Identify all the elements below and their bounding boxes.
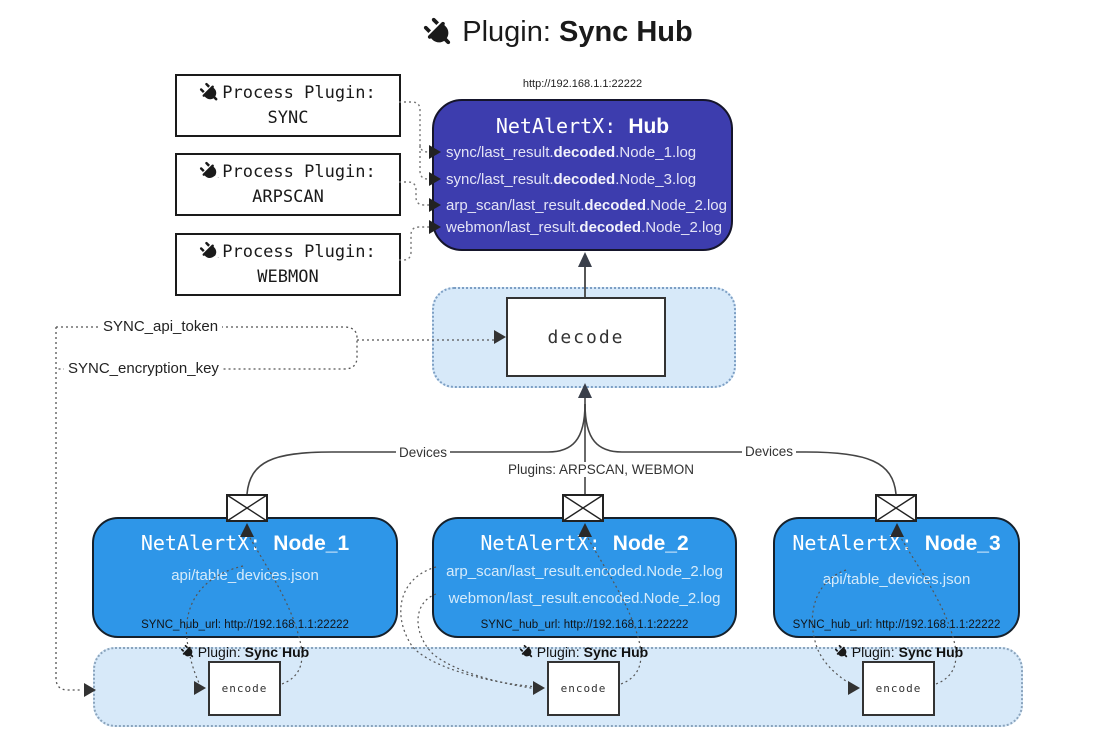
sync-hub-plugin-label-1: Plugin:Sync Hub bbox=[135, 644, 355, 660]
decode-to-hub-arrowhead bbox=[578, 252, 592, 267]
plugins-label: Plugins: ARPSCAN, WEBMON bbox=[505, 462, 698, 477]
hub-url: http://192.168.1.1:22222 bbox=[522, 78, 643, 90]
hub-log-line: sync/last_result.decoded.Node_1.log bbox=[446, 144, 697, 161]
node-1-box: NetAlertX: Node_1 api/table_devices.json… bbox=[92, 517, 398, 638]
process-plugin-name: SYNC bbox=[267, 107, 309, 128]
sync-hub-plugin-label-2: Plugin:Sync Hub bbox=[474, 644, 694, 660]
envelope-icon bbox=[875, 494, 917, 522]
page-title: Plugin: Sync Hub bbox=[0, 16, 1117, 49]
hub-box: NetAlertX: Hub sync/last_result.decoded.… bbox=[432, 99, 733, 251]
decode-label: decode bbox=[547, 326, 625, 348]
plug-icon bbox=[200, 162, 220, 179]
plug-icon bbox=[834, 644, 848, 658]
title-name: Sync Hub bbox=[558, 16, 693, 48]
hub-log-line: sync/last_result.decoded.Node_3.log bbox=[446, 171, 697, 188]
plug-icon bbox=[424, 18, 451, 45]
encode-box-1: encode bbox=[208, 661, 281, 716]
encode-box-2: encode bbox=[547, 661, 620, 716]
process-plugin-name: WEBMON bbox=[257, 266, 319, 287]
process-plugin-label: Process Plugin: bbox=[222, 241, 376, 262]
plug-icon bbox=[519, 644, 533, 658]
process-plugin-arpscan: Process Plugin: ARPSCAN bbox=[175, 153, 401, 216]
process-plugin-webmon: Process Plugin: WEBMON bbox=[175, 233, 401, 296]
node-2-box: NetAlertX: Node_2 arp_scan/last_result.e… bbox=[432, 517, 737, 638]
hub-log-line: arp_scan/last_result.decoded.Node_2.log bbox=[446, 197, 727, 214]
node-file: arp_scan/last_result.encoded.Node_2.log bbox=[446, 563, 723, 580]
encode-label: encode bbox=[560, 682, 607, 695]
node-title: NetAlertX: Node_2 bbox=[480, 531, 689, 555]
node-title: NetAlertX: Node_1 bbox=[140, 531, 350, 555]
node-file: webmon/last_result.encoded.Node_2.log bbox=[448, 590, 721, 607]
node-hub-url: SYNC_hub_url: http://192.168.1.1:22222 bbox=[141, 619, 349, 631]
devices-label-left: Devices bbox=[396, 445, 451, 460]
sync-hub-plugin-label-3: Plugin:Sync Hub bbox=[789, 644, 1009, 660]
devices-label-right: Devices bbox=[742, 444, 797, 459]
node-3-box: NetAlertX: Node_3 api/table_devices.json… bbox=[773, 517, 1020, 638]
node-file: api/table_devices.json bbox=[171, 567, 319, 584]
hub-title-name: Hub bbox=[628, 115, 670, 138]
plug-icon bbox=[180, 644, 194, 658]
node-hub-url: SYNC_hub_url: http://192.168.1.1:22222 bbox=[792, 619, 1001, 631]
hub-title: NetAlertX: Hub bbox=[434, 114, 731, 139]
plug-icon bbox=[200, 242, 220, 259]
node-title: NetAlertX: Node_3 bbox=[792, 531, 1001, 555]
devices-curves bbox=[246, 398, 897, 495]
node-file: api/table_devices.json bbox=[822, 571, 971, 588]
sync-api-token-label: SYNC_api_token bbox=[99, 318, 223, 335]
process-plugin-label: Process Plugin: bbox=[222, 161, 376, 182]
decode-box: decode bbox=[506, 297, 666, 377]
hub-title-label: NetAlertX: bbox=[495, 114, 617, 138]
envelope-icon bbox=[226, 494, 268, 522]
envelope-icon bbox=[562, 494, 604, 522]
title-label: Plugin: bbox=[462, 16, 551, 48]
hub-log-line: webmon/last_result.decoded.Node_2.log bbox=[446, 219, 722, 236]
sync-encryption-key-label: SYNC_encryption_key bbox=[64, 360, 223, 377]
process-plugin-label: Process Plugin: bbox=[222, 82, 376, 103]
process-plugin-connectors bbox=[399, 101, 431, 261]
encode-label: encode bbox=[875, 682, 922, 695]
process-plugin-name: ARPSCAN bbox=[252, 186, 324, 207]
node-hub-url: SYNC_hub_url: http://192.168.1.1:22222 bbox=[480, 619, 689, 631]
process-plugin-sync: Process Plugin: SYNC bbox=[175, 74, 401, 137]
plug-icon bbox=[200, 83, 218, 101]
encode-box-3: encode bbox=[862, 661, 935, 716]
encode-label: encode bbox=[221, 682, 268, 695]
